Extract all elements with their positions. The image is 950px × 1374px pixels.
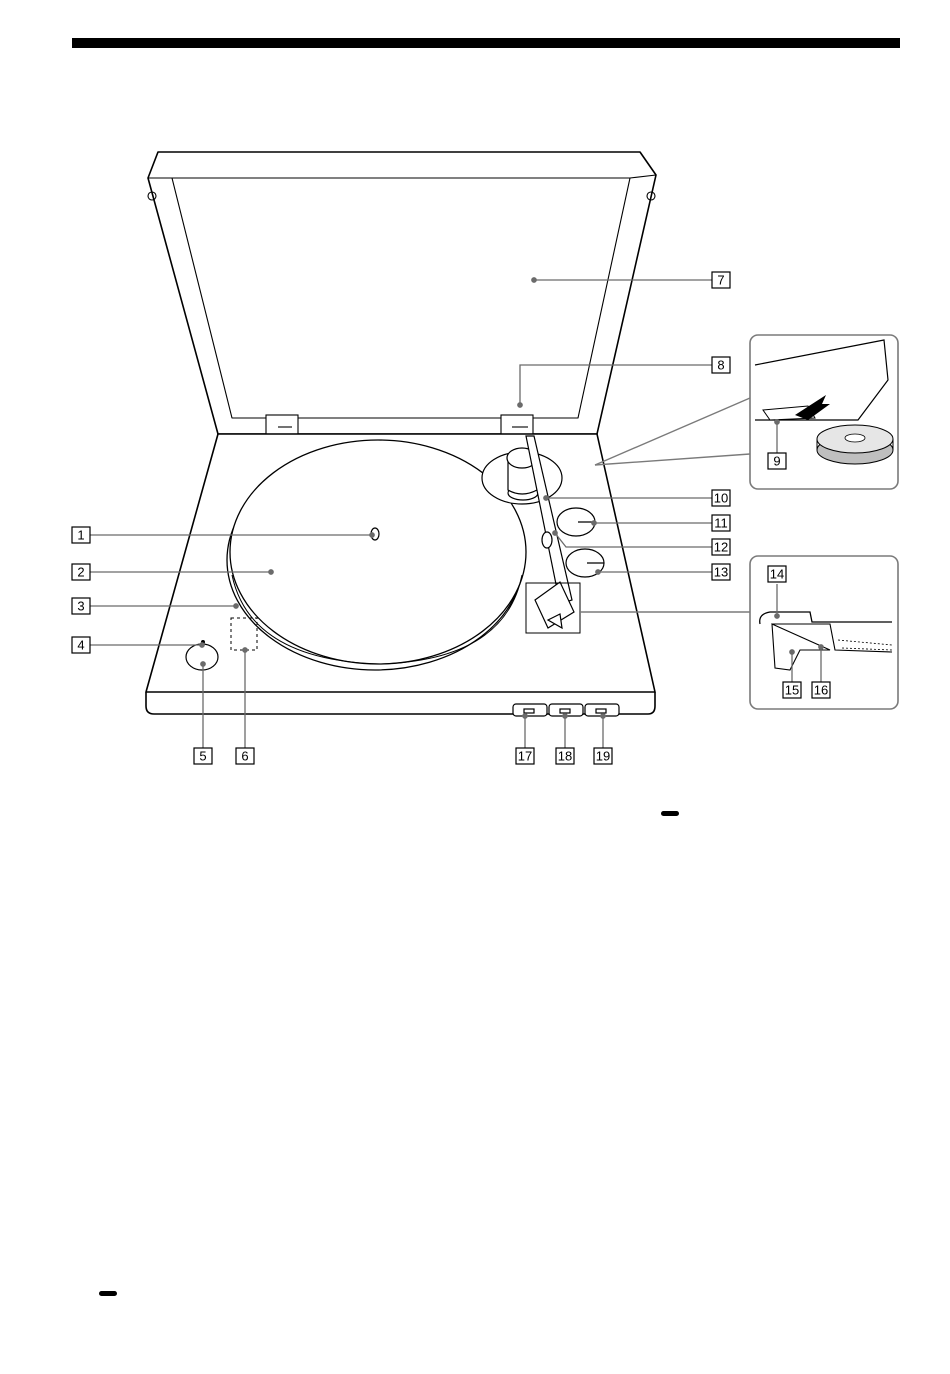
callout-number: 10: [714, 491, 728, 506]
callout-number: 19: [596, 749, 610, 764]
callout-label-8: 8: [712, 357, 730, 373]
callout-label-14: 14: [768, 566, 786, 582]
platter: [227, 440, 526, 670]
leader-dot: [553, 531, 557, 535]
leader-dot: [518, 403, 522, 407]
callout-number: 16: [814, 683, 828, 698]
callout-number: 8: [717, 358, 724, 373]
callout-label-18: 18: [556, 748, 574, 764]
callout-label-10: 10: [712, 490, 730, 506]
dust-cover: [148, 152, 656, 434]
callout-label-1: 1: [72, 527, 90, 543]
callout-number: 18: [558, 749, 572, 764]
callout-label-19: 19: [594, 748, 612, 764]
callout-number: 17: [518, 749, 532, 764]
callout-number: 4: [77, 638, 84, 653]
callout-number: 3: [77, 599, 84, 614]
leader-dot: [563, 714, 567, 718]
callout-number: 2: [77, 565, 84, 580]
leader-dot: [601, 714, 605, 718]
callout-label-16: 16: [812, 682, 830, 698]
leader-dot: [234, 604, 238, 608]
callout-label-9: 9: [768, 453, 786, 469]
leader-dot: [243, 648, 247, 652]
hinge-left: [266, 415, 298, 434]
leader-dot: [790, 650, 794, 654]
leader-dot: [269, 570, 273, 574]
callout-number: 9: [773, 454, 780, 469]
leader-dot: [532, 278, 536, 282]
callout-label-2: 2: [72, 564, 90, 580]
leader-dot: [370, 533, 374, 537]
callout-number: 1: [77, 528, 84, 543]
leader-dot: [819, 645, 823, 649]
inset-underside: [595, 335, 898, 489]
leader-dot: [775, 420, 779, 424]
callout-label-12: 12: [712, 539, 730, 555]
callout-label-15: 15: [783, 682, 801, 698]
callout-number: 7: [717, 273, 724, 288]
arm-lift-knob: [557, 508, 596, 536]
callout-number: 5: [199, 749, 206, 764]
leader-line: [520, 365, 712, 405]
hinge-right: [501, 415, 533, 434]
callout-number: 12: [714, 540, 728, 555]
leader-dot: [201, 662, 205, 666]
callout-number: 14: [770, 567, 784, 582]
leader-dot: [592, 521, 596, 525]
dash-mark: [99, 1291, 117, 1296]
callout-label-6: 6: [236, 748, 254, 764]
dash-mark: [661, 811, 679, 816]
leader-dot: [596, 570, 600, 574]
callout-label-3: 3: [72, 598, 90, 614]
leader-dot: [523, 714, 527, 718]
callout-label-11: 11: [712, 515, 730, 531]
callout-number: 6: [241, 749, 248, 764]
callout-label-5: 5: [194, 748, 212, 764]
callout-number: 11: [714, 516, 728, 531]
callout-number: 15: [785, 683, 799, 698]
callout-number: 13: [714, 565, 728, 580]
callout-label-7: 7: [712, 272, 730, 288]
callout-label-17: 17: [516, 748, 534, 764]
leader-dot: [775, 614, 779, 618]
callout-label-13: 13: [712, 564, 730, 580]
leader-dot: [544, 496, 548, 500]
leader-dot: [200, 643, 204, 647]
callout-label-4: 4: [72, 637, 90, 653]
